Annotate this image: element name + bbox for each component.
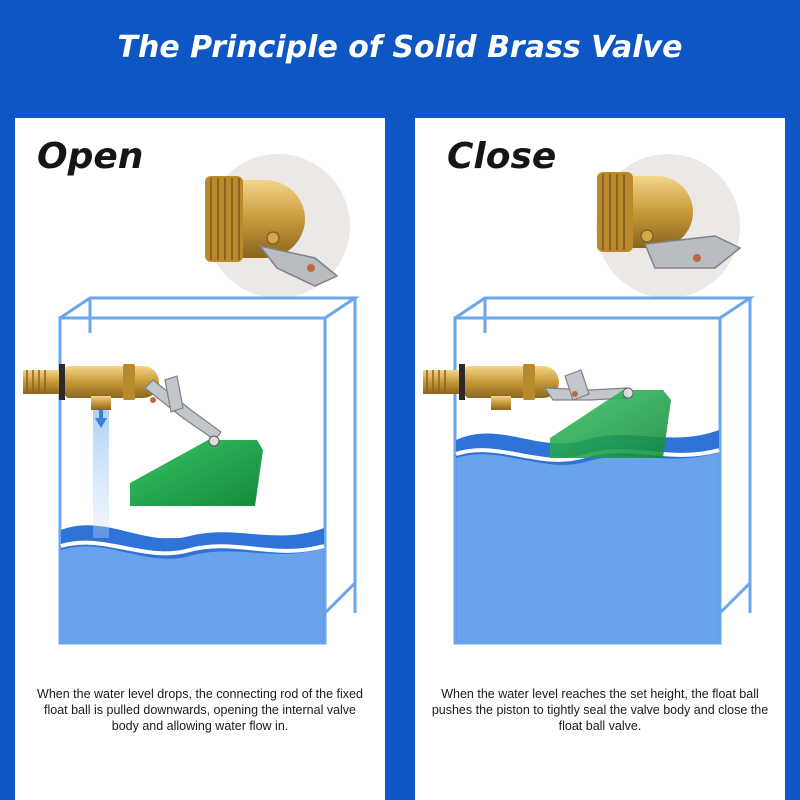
close-valve-illustration — [423, 154, 755, 645]
valve-closeup-circle — [205, 154, 350, 298]
water-body — [455, 430, 720, 642]
water-tank — [58, 296, 360, 645]
open-heading: Open — [37, 136, 144, 177]
connecting-rod — [543, 369, 628, 401]
float-ball — [550, 387, 671, 458]
open-panel: Open When the water level drops, the con… — [15, 118, 385, 800]
close-panel: Close When the water level reaches the s… — [415, 118, 785, 800]
connecting-rod — [144, 375, 222, 441]
close-heading: Close — [447, 136, 557, 177]
page-title: The Principle of Solid Brass Valve — [117, 30, 683, 65]
water-inflow-stream — [93, 400, 109, 538]
water-body — [60, 525, 325, 642]
water-tank — [453, 296, 755, 645]
flow-arrow-icon — [95, 418, 107, 428]
open-valve-illustration — [23, 154, 360, 645]
float-ball — [130, 435, 263, 506]
close-description: When the water level reaches the set hei… — [431, 687, 769, 733]
brass-valve — [423, 364, 559, 410]
valve-closeup-circle — [596, 154, 742, 298]
open-description: When the water level drops, the connecti… — [37, 687, 363, 733]
brass-valve — [23, 364, 159, 410]
